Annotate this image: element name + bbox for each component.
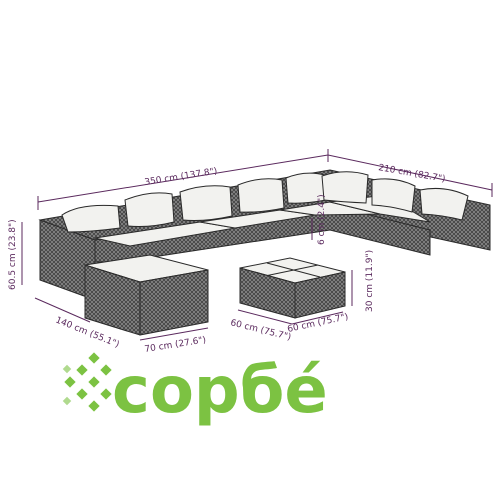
sofa-set-drawing <box>38 169 491 336</box>
logo-text: сорбé <box>112 354 328 428</box>
total-length-label: 350 cm (137.8") <box>144 167 218 188</box>
dimension-lines <box>21 149 493 341</box>
logo-mark-icon <box>62 352 112 412</box>
table-height-label: 30 cm (11.9") <box>365 250 375 312</box>
ottoman-width-label: 70 cm (27.6") <box>144 335 207 355</box>
seat-height-label: 60.5 cm (23.8") <box>8 219 18 290</box>
brand-logo: сорбé <box>62 352 328 428</box>
back-height-label: 6 cm (2.4") <box>317 194 327 245</box>
